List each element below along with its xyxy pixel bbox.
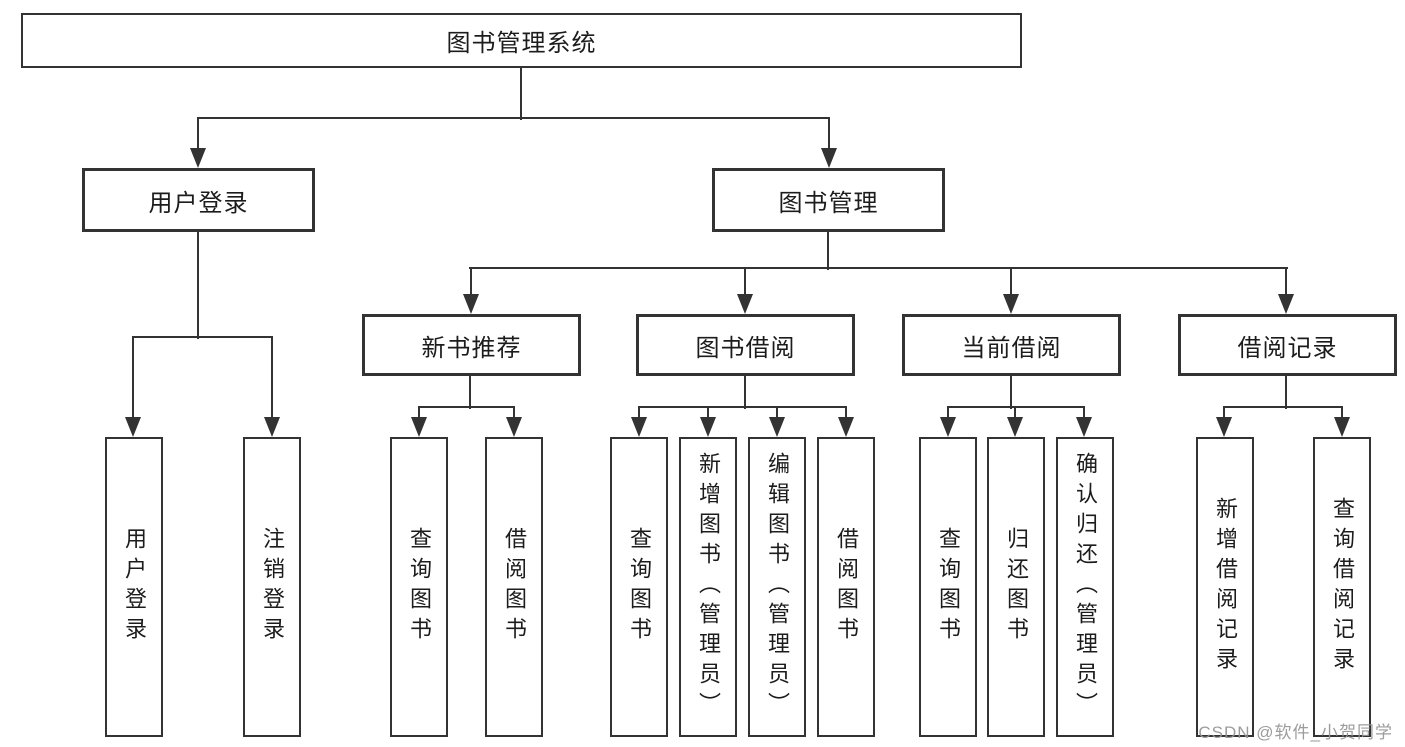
arrow-down-icon (769, 417, 785, 437)
leaf-query-books-current: 查询图书 (919, 437, 977, 737)
watermark: CSDN @软件_小贺同学 (1198, 723, 1393, 742)
node-user-login-label: 用户登录 (148, 189, 249, 217)
leaf-borrow-books-newbook: 借阅图书 (485, 437, 543, 737)
arrow-down-icon (125, 417, 141, 437)
connector-hline (418, 406, 515, 408)
leaf-edit-books-admin-label: 编辑图书（管理员） (765, 452, 790, 722)
connector-arrow-stem (1014, 407, 1016, 419)
arrow-down-icon (1076, 417, 1092, 437)
node-root: 图书管理系统 (21, 13, 1022, 68)
leaf-add-books-admin-label: 新增图书（管理员） (696, 452, 721, 722)
leaf-query-books-current-label: 查询图书 (936, 527, 961, 647)
leaf-borrow-books-newbook-label: 借阅图书 (502, 527, 527, 647)
connector-arrow-stem (845, 407, 847, 419)
node-new-book-recommendation: 新书推荐 (362, 314, 581, 376)
connector-vline (1010, 376, 1012, 409)
connector-hline (1223, 406, 1343, 408)
connector-arrow-stem (470, 268, 472, 296)
leaf-query-books-newbook-label: 查询图书 (407, 527, 432, 647)
connector-arrow-stem (828, 118, 830, 150)
node-borrowing-records: 借阅记录 (1178, 314, 1397, 376)
leaf-query-books-borrowing: 查询图书 (610, 437, 668, 737)
leaf-borrow-books-borrowing: 借阅图书 (817, 437, 875, 737)
node-book-management-label: 图书管理 (778, 189, 879, 217)
connector-vline (469, 376, 471, 409)
arrow-down-icon (411, 417, 427, 437)
leaf-add-borrow-record: 新增借阅记录 (1196, 437, 1254, 737)
node-book-management: 图书管理 (712, 168, 945, 232)
connector-arrow-stem (197, 118, 199, 150)
connector-arrow-stem (1223, 407, 1225, 419)
arrow-down-icon (631, 417, 647, 437)
connector-arrow-stem (707, 407, 709, 419)
arrow-down-icon (737, 294, 753, 314)
connector-arrow-stem (271, 337, 273, 419)
leaf-user-login-label: 用户登录 (122, 527, 147, 647)
connector-arrow-stem (513, 407, 515, 419)
leaf-query-books-borrowing-label: 查询图书 (627, 527, 652, 647)
arrow-down-icon (1216, 417, 1232, 437)
connector-arrow-stem (776, 407, 778, 419)
arrow-down-icon (940, 417, 956, 437)
leaf-logout-login: 注销登录 (243, 437, 301, 737)
arrow-down-icon (700, 417, 716, 437)
node-current-borrowing: 当前借阅 (902, 314, 1121, 376)
connector-vline (827, 232, 829, 270)
leaf-confirm-return-admin-label: 确认归还（管理员） (1073, 452, 1098, 722)
connector-hline (469, 267, 1288, 269)
leaf-logout-login-label: 注销登录 (260, 527, 285, 647)
connector-arrow-stem (744, 268, 746, 296)
leaf-query-books-newbook: 查询图书 (390, 437, 448, 737)
node-book-borrowing-label: 图书借阅 (695, 334, 796, 362)
leaf-return-books-label: 归还图书 (1004, 527, 1029, 647)
leaf-query-borrow-record: 查询借阅记录 (1313, 437, 1371, 737)
leaf-query-borrow-record-label: 查询借阅记录 (1330, 497, 1355, 677)
node-book-borrowing: 图书借阅 (636, 314, 855, 376)
connector-hline (947, 406, 1085, 408)
arrow-down-icon (506, 417, 522, 437)
connector-arrow-stem (638, 407, 640, 419)
arrow-down-icon (838, 417, 854, 437)
node-borrowing-records-label: 借阅记录 (1237, 334, 1338, 362)
connector-arrow-stem (132, 337, 134, 419)
connector-arrow-stem (947, 407, 949, 419)
connector-arrow-stem (1341, 407, 1343, 419)
connector-vline (744, 376, 746, 409)
connector-vline (520, 68, 522, 120)
arrow-down-icon (264, 417, 280, 437)
arrow-down-icon (1334, 417, 1350, 437)
connector-hline (132, 336, 273, 338)
connector-arrow-stem (1285, 268, 1287, 296)
arrow-down-icon (463, 294, 479, 314)
leaf-return-books: 归还图书 (987, 437, 1045, 737)
arrow-down-icon (1003, 294, 1019, 314)
leaf-add-books-admin: 新增图书（管理员） (679, 437, 737, 737)
leaf-add-borrow-record-label: 新增借阅记录 (1213, 497, 1238, 677)
connector-hline (197, 117, 830, 119)
arrow-down-icon (1278, 294, 1294, 314)
node-new-book-recommendation-label: 新书推荐 (421, 334, 522, 362)
connector-arrow-stem (418, 407, 420, 419)
node-root-label: 图书管理系统 (446, 30, 597, 57)
connector-arrow-stem (1010, 268, 1012, 296)
leaf-confirm-return-admin: 确认归还（管理员） (1056, 437, 1114, 737)
connector-hline (638, 406, 847, 408)
arrow-down-icon (190, 148, 206, 168)
node-current-borrowing-label: 当前借阅 (961, 334, 1062, 362)
connector-arrow-stem (1083, 407, 1085, 419)
leaf-user-login: 用户登录 (105, 437, 163, 737)
arrow-down-icon (821, 148, 837, 168)
connector-vline (1285, 376, 1287, 409)
connector-vline (197, 232, 199, 339)
node-user-login: 用户登录 (82, 168, 315, 232)
leaf-borrow-books-borrowing-label: 借阅图书 (834, 527, 859, 647)
leaf-edit-books-admin: 编辑图书（管理员） (748, 437, 806, 737)
arrow-down-icon (1007, 417, 1023, 437)
